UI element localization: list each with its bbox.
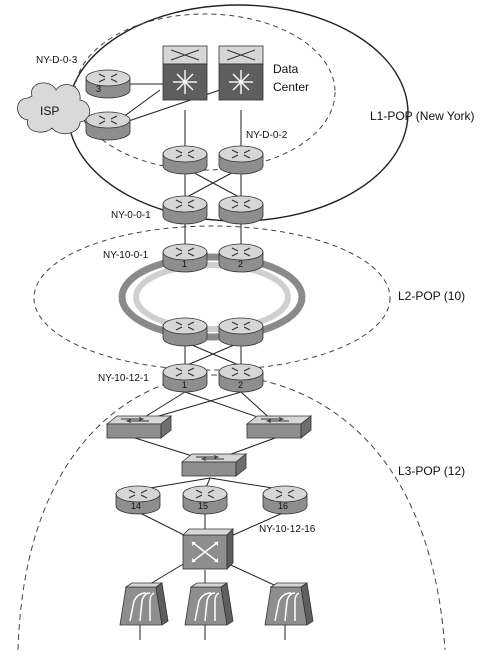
switch-right (246, 415, 312, 439)
router-16-number: 16 (278, 501, 288, 511)
label-data-center-line2: Center (273, 80, 309, 94)
router-l2-2-number: 2 (238, 259, 243, 269)
ring-outer (118, 253, 306, 341)
label-ny-10-12-1: NY-10-12-1 (98, 373, 149, 384)
router-3-number: 3 (96, 84, 101, 94)
label-l2-pop: L2-POP (10) (398, 289, 465, 303)
router-l1-core-1 (162, 145, 208, 175)
router-l2-bottom-2 (218, 317, 264, 347)
data-center-boundary (74, 13, 336, 171)
router-isp (85, 111, 131, 141)
label-ny-10-0-1: NY-10-0-1 (103, 250, 149, 261)
isp-label: ISP (40, 104, 59, 118)
label-ny-d-0-3: NY-D-0-3 (36, 55, 78, 66)
switch-left (106, 415, 172, 439)
access-server-1 (119, 582, 169, 626)
label-l3-pop: L3-POP (12) (398, 464, 465, 478)
router-l2-1-number: 1 (182, 259, 187, 269)
isp-cloud (17, 82, 91, 135)
router-14-number: 14 (131, 501, 141, 511)
switch-center (181, 453, 247, 477)
router-l2-bottom-1 (162, 317, 208, 347)
router-15-number: 15 (198, 501, 208, 511)
access-server-3 (264, 582, 314, 626)
atm-switch (182, 528, 234, 570)
access-server-2 (184, 582, 234, 626)
l3-pop-boundary (17, 374, 446, 651)
data-center-switch-1 (162, 45, 208, 101)
router-ny-d-0-2 (218, 145, 264, 175)
router-ny-0-0-2 (218, 195, 264, 225)
label-ny-0-0-1: NY-0-0-1 (111, 210, 151, 221)
router-l3-1-number: 1 (182, 380, 187, 390)
label-ny-10-12-16: NY-10-12-16 (259, 524, 316, 535)
ring-inner (133, 262, 291, 332)
router-ny-0-0-1 (162, 195, 208, 225)
router-l3-2-number: 2 (238, 380, 243, 390)
label-l1-pop: L1-POP (New York) (370, 109, 475, 123)
l2-pop-boundary (33, 225, 391, 371)
label-data-center-line1: Data (273, 62, 299, 76)
label-ny-d-0-2: NY-D-0-2 (246, 130, 288, 141)
data-center-switch-2 (218, 45, 264, 101)
router-3 (85, 69, 131, 99)
